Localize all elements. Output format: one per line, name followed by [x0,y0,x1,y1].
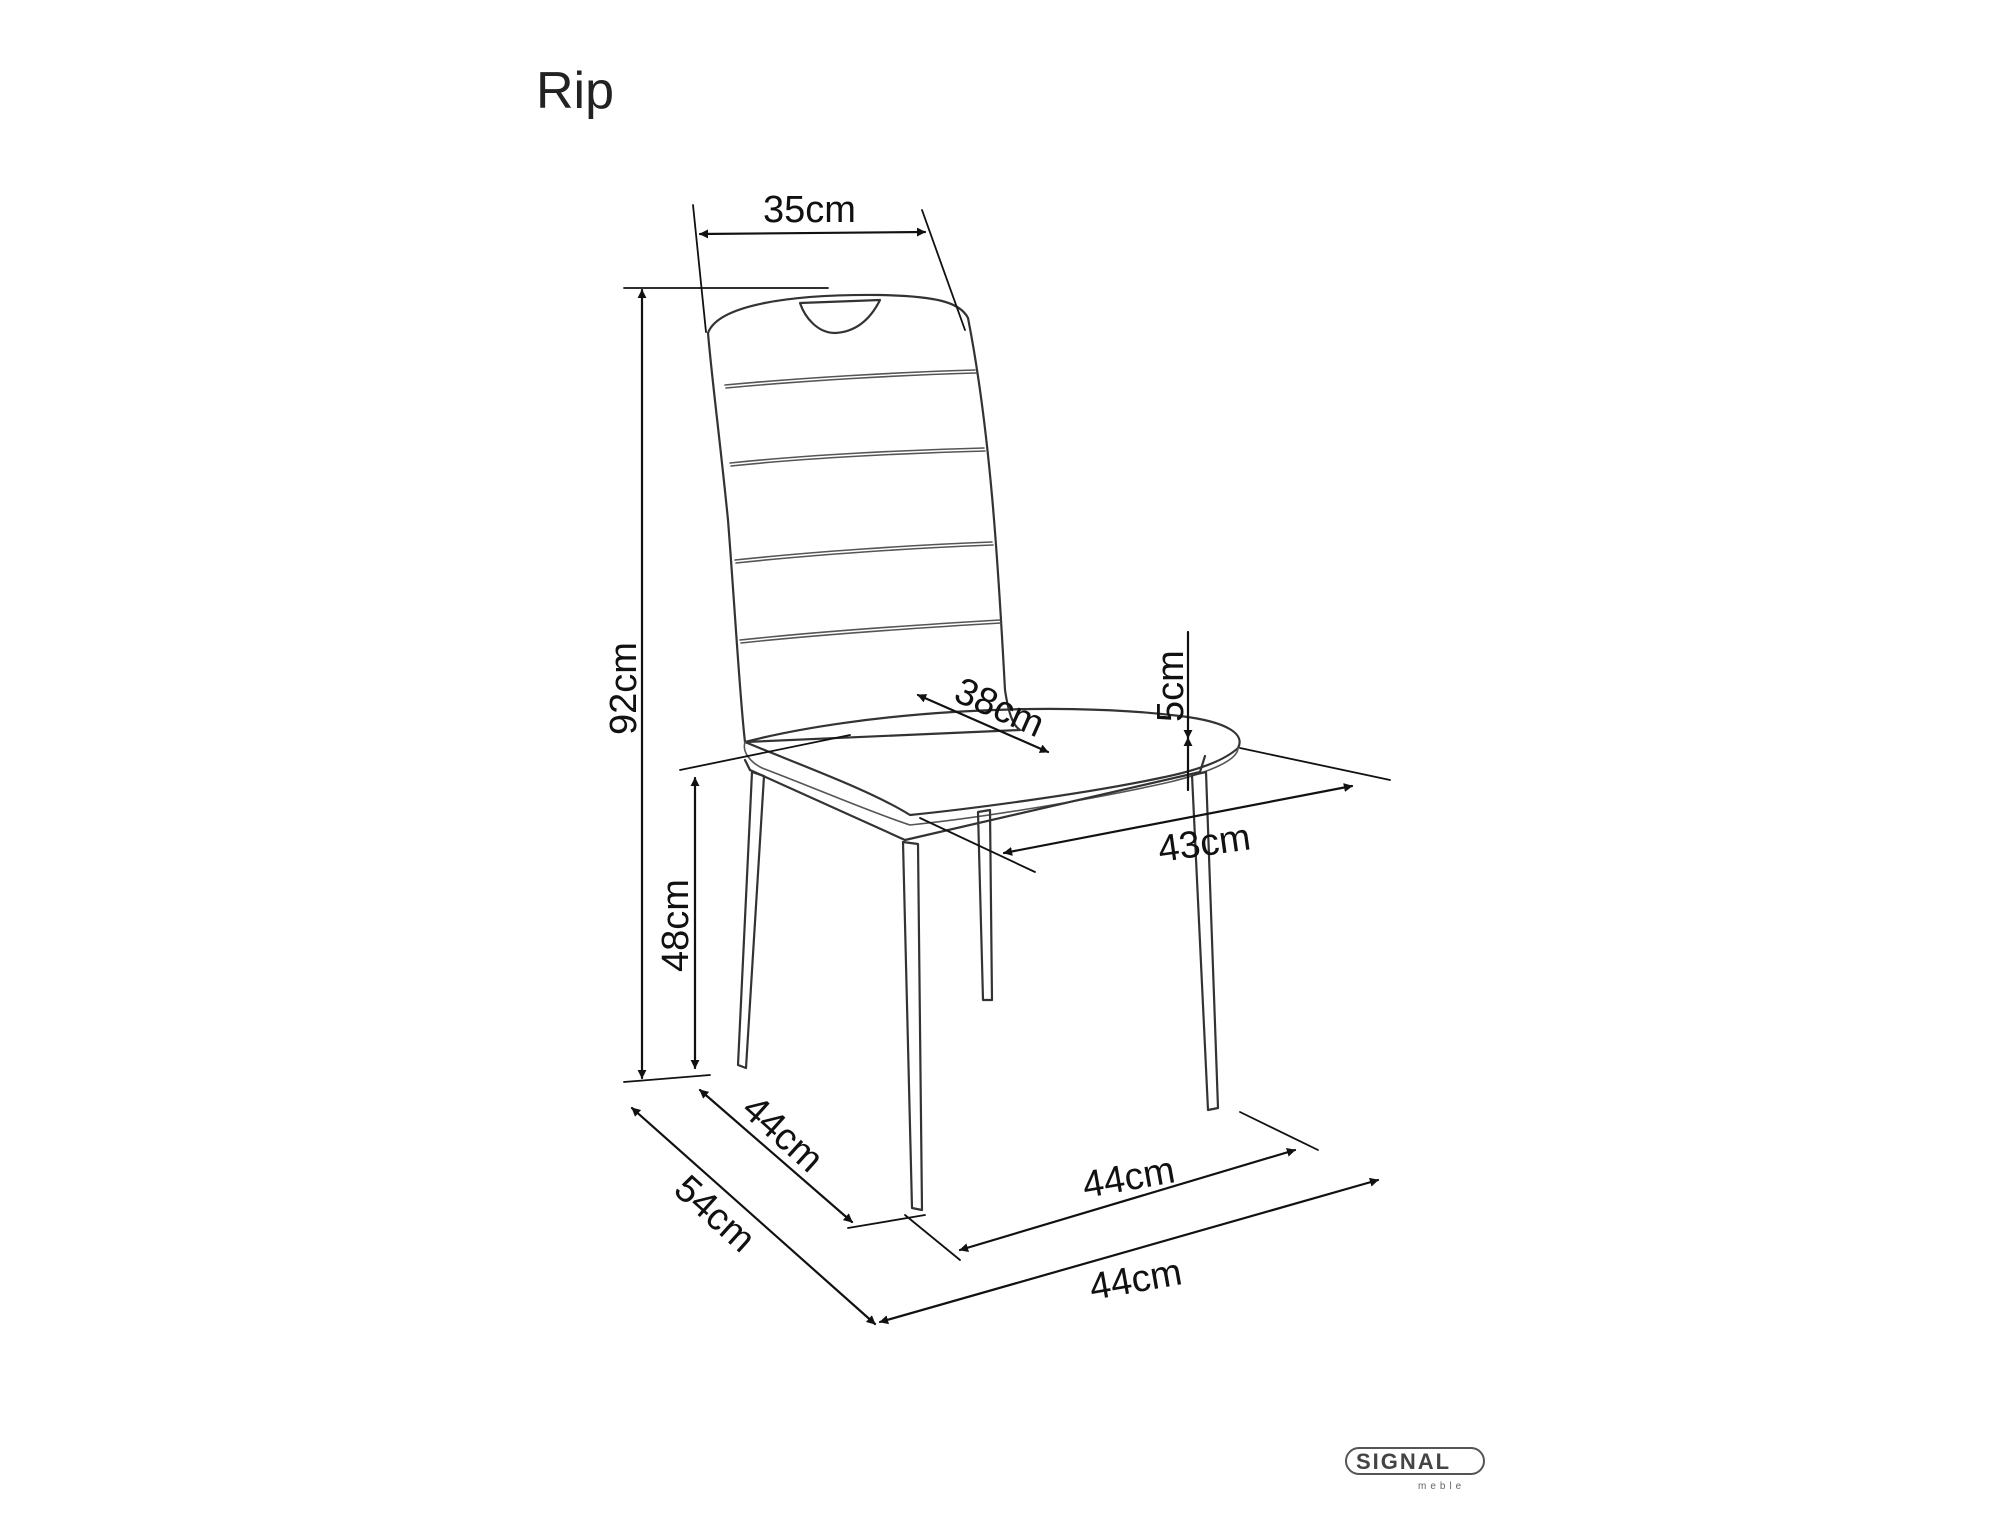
label-seat-width: 43cm [1155,816,1253,871]
leg-back-left [736,770,766,1070]
dim-line-seat-depth [916,693,1050,754]
label-seat-thickness: 5cm [1150,650,1192,722]
dim-line-seat-width [1002,783,1354,856]
dimension-labels: 35cm 92cm 48cm 38cm 5cm 43cm 44cm 44cm 5… [603,189,1253,1309]
leg-front-right [1190,770,1220,1112]
brand-sub: meble [1418,1481,1465,1492]
product-title: Rip [536,62,614,120]
dim-line-backrest-width [698,227,927,239]
label-backrest-width: 35cm [763,189,856,231]
dim-line-total-width [878,1177,1380,1325]
seat-frame [748,768,907,842]
label-leg-depth: 44cm [734,1087,831,1180]
brand-logo: SIGNAL meble [1345,1447,1485,1492]
backrest-handle [798,298,882,335]
dim-line-total-depth [630,1106,877,1326]
seat-edge [743,741,1239,826]
label-seat-height: 48cm [655,879,697,972]
chair-outline [706,293,1241,1212]
label-total-height: 92cm [603,642,645,735]
label-seat-depth: 38cm [948,670,1050,746]
label-leg-width: 44cm [1079,1149,1178,1206]
leg-front-left [901,840,924,1212]
brand-name: SIGNAL [1356,1449,1451,1474]
backrest-stitch [724,369,976,386]
leg-back-right [976,808,994,1002]
backrest [706,293,1022,744]
dimension-lines [623,204,1391,1326]
